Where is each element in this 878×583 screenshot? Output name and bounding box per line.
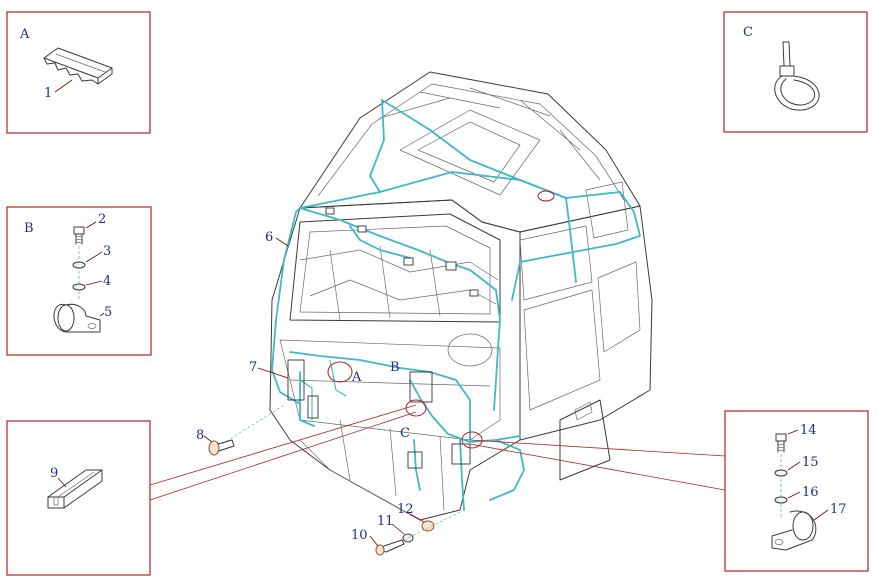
callout-17: 17	[830, 502, 847, 517]
callout-leaders	[149, 361, 726, 501]
door-window	[523, 289, 601, 411]
bolt-part-8	[208, 439, 235, 456]
washer-part-12	[421, 520, 435, 532]
truck-cab-main-view	[269, 71, 653, 521]
bolt-part-2	[73, 226, 85, 245]
callout-11: 11	[377, 514, 394, 529]
detail-box-a: A 1	[6, 11, 151, 134]
callout-1: 1	[44, 86, 52, 101]
detail-box-clamp: 14 15 16 17	[724, 410, 869, 572]
box-c-letter: C	[743, 25, 753, 40]
marker-a: A	[351, 370, 362, 385]
callout-7: 7	[249, 360, 257, 375]
washer-part-4	[72, 283, 86, 291]
callout-5: 5	[104, 305, 112, 320]
detail-box-c: C	[723, 11, 868, 133]
clamp-part-5	[53, 303, 101, 333]
washer-part-11	[402, 533, 414, 543]
callout-16: 16	[802, 485, 819, 500]
washer-part-15	[774, 469, 788, 477]
callout-2: 2	[98, 212, 106, 227]
callout-10: 10	[351, 528, 368, 543]
callout-8: 8	[196, 428, 204, 443]
box-a-letter: A	[19, 27, 30, 42]
clip-part-1	[43, 47, 113, 85]
box-b-letter: B	[24, 221, 34, 236]
detail-box-clip: 9	[6, 420, 151, 576]
marker-c: C	[400, 426, 410, 441]
washer-part-3	[72, 261, 86, 269]
callout-4: 4	[103, 274, 111, 289]
detail-box-b: B 2 3 4 5	[6, 206, 152, 356]
fastener-stack	[375, 511, 461, 556]
callout-14: 14	[800, 423, 817, 438]
marker-b: B	[390, 360, 400, 375]
washer-part-16	[774, 496, 788, 504]
callout-6: 6	[265, 230, 273, 245]
rear-side-window	[585, 181, 629, 239]
wiring-harness	[271, 99, 641, 511]
clip-part-9	[47, 469, 103, 509]
clamp-part-17	[771, 510, 817, 551]
bolt-part-14	[775, 433, 787, 453]
windshield-opening	[289, 213, 501, 323]
callout-3: 3	[103, 244, 111, 259]
cable-tie-strap	[774, 41, 820, 111]
callout-12: 12	[397, 502, 414, 517]
callout-15: 15	[802, 455, 819, 470]
callout-9: 9	[50, 466, 58, 481]
